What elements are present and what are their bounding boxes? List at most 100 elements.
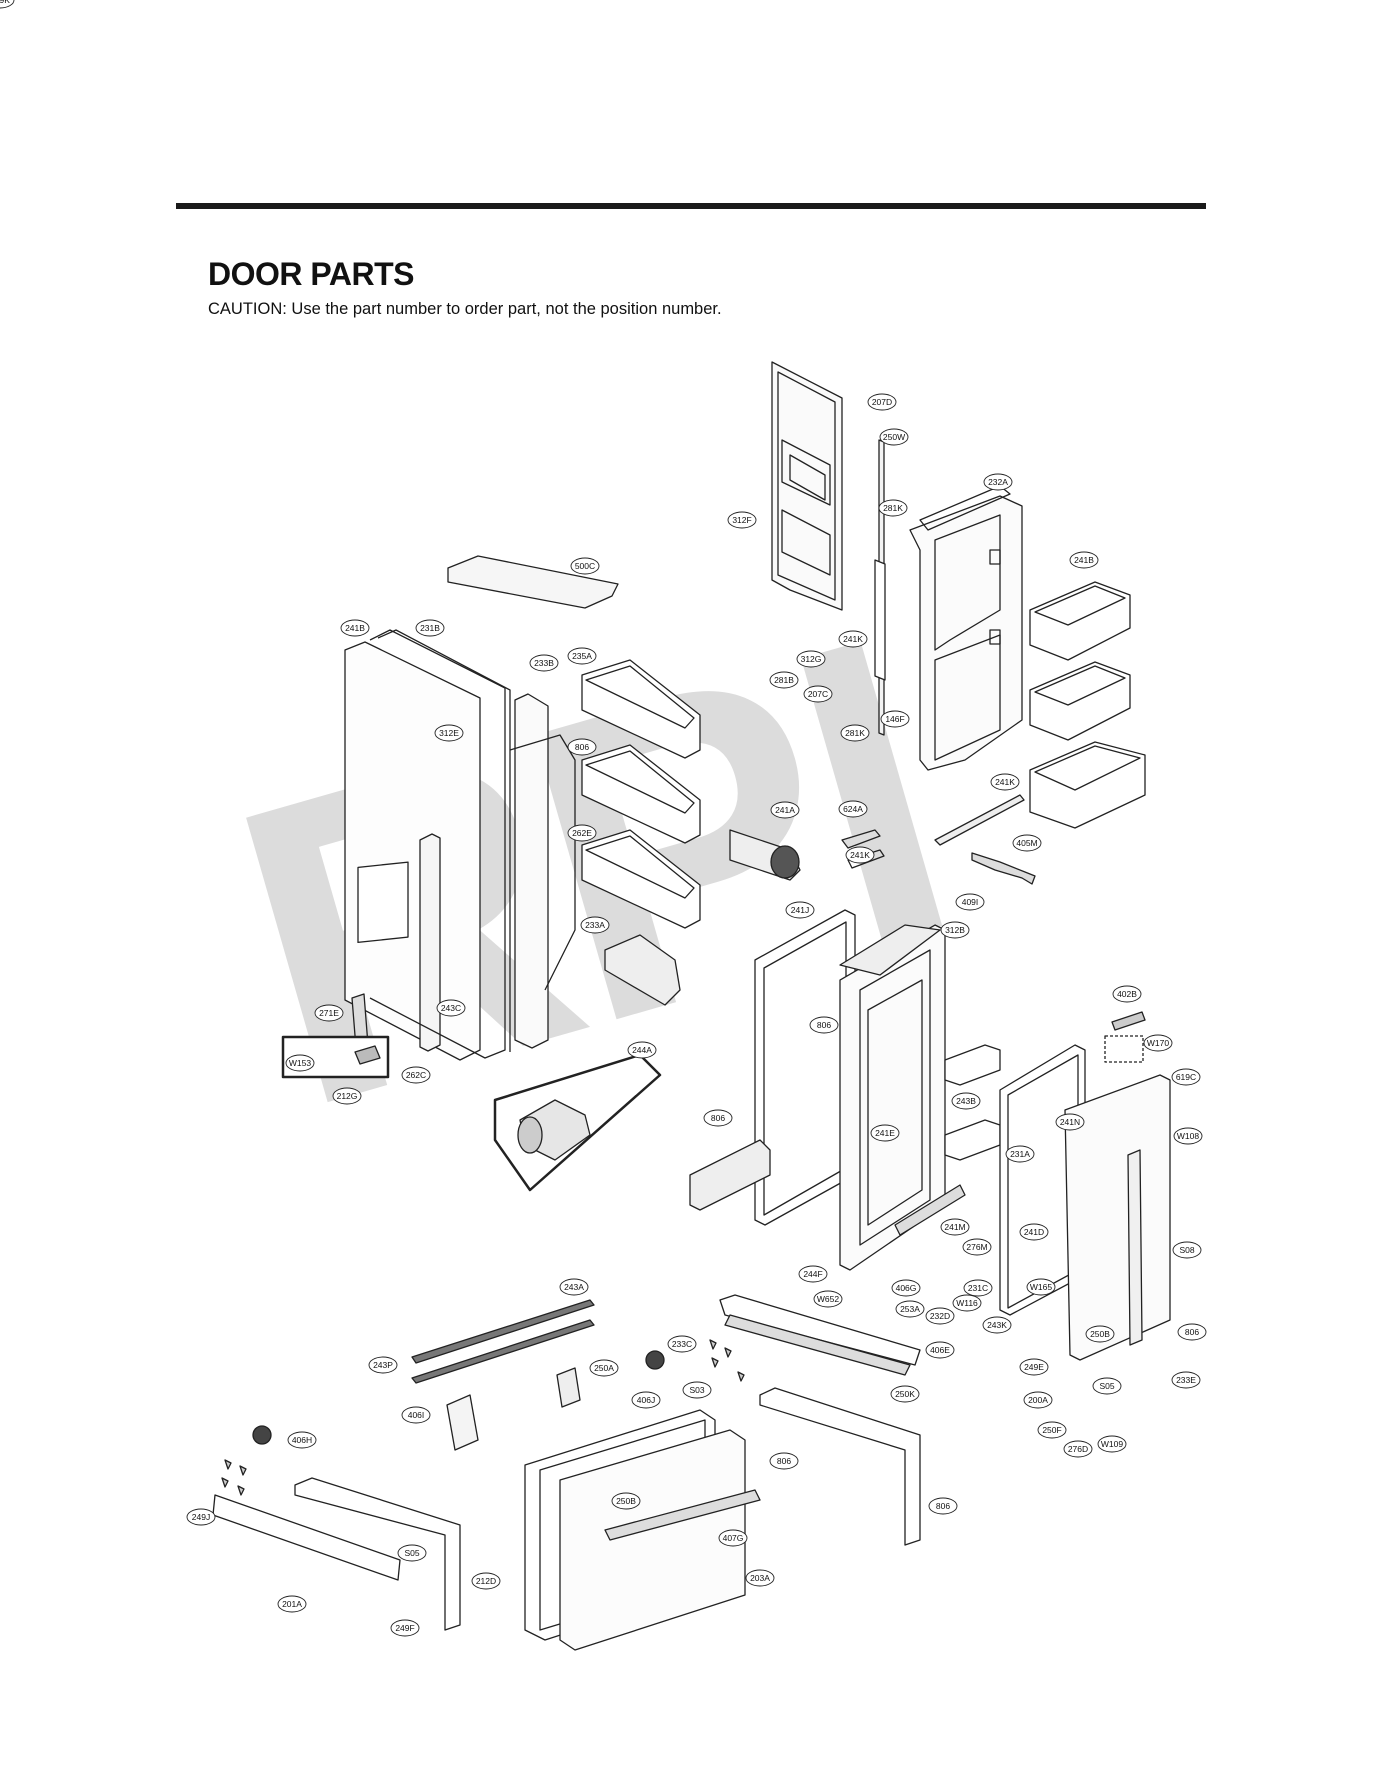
part-405M bbox=[841, 829, 881, 849]
callout-text: 262E bbox=[572, 828, 592, 838]
callout-ellipse bbox=[925, 1307, 955, 1325]
callout-text: 276M bbox=[966, 1242, 987, 1252]
callout-text: 241J bbox=[791, 905, 809, 915]
callout-ellipse bbox=[436, 999, 466, 1017]
callout-text: 281B bbox=[774, 675, 794, 685]
callout-text: 402B bbox=[1117, 989, 1137, 999]
callout-ellipse bbox=[891, 1279, 921, 1297]
callout-806: 806 bbox=[703, 1109, 733, 1127]
callout-ellipse bbox=[401, 1066, 431, 1084]
callout-text: 806 bbox=[1185, 1327, 1199, 1337]
part-231C-inner-door bbox=[839, 924, 946, 1271]
callout-241k: 241K bbox=[990, 773, 1020, 791]
part-S05-screws bbox=[221, 1339, 745, 1496]
callout-ellipse bbox=[982, 1316, 1012, 1334]
callout-ellipse bbox=[955, 893, 985, 911]
callout-233c: 233C bbox=[667, 1335, 697, 1353]
callout-text: 243B bbox=[956, 1096, 976, 1106]
callout-233b: 233B bbox=[529, 654, 559, 672]
callout-ellipse bbox=[580, 916, 610, 934]
callout-text: 233B bbox=[534, 658, 554, 668]
callout-406e: 406E bbox=[925, 1341, 955, 1359]
callout-249j: 249J bbox=[186, 1508, 216, 1526]
callout-249f: 249F bbox=[390, 1619, 420, 1637]
callout-text: S08 bbox=[1179, 1245, 1194, 1255]
callout-text: W165 bbox=[1030, 1282, 1052, 1292]
callout-244f: 244F bbox=[798, 1265, 828, 1283]
callout-text: 241B bbox=[345, 623, 365, 633]
callout-text: 250W bbox=[883, 432, 905, 442]
callout-619c: 619C bbox=[1171, 1068, 1201, 1086]
callout-402b: 402B bbox=[1112, 985, 1142, 1003]
callout-ellipse bbox=[962, 1238, 992, 1256]
callout-ellipse bbox=[770, 801, 800, 819]
callout-241e: 241E bbox=[870, 1124, 900, 1142]
part-250K bbox=[556, 1367, 581, 1408]
callout-ellipse bbox=[1069, 551, 1099, 569]
callout-243b: 243B bbox=[951, 1092, 981, 1110]
callout-262c: 262C bbox=[401, 1066, 431, 1084]
callout-w652: W652 bbox=[813, 1290, 843, 1308]
callout-text: 212D bbox=[476, 1576, 496, 1586]
callout-text: 249J bbox=[192, 1512, 210, 1522]
callout-406j: 406J bbox=[631, 1391, 661, 1409]
part-231B-door bbox=[344, 641, 481, 1061]
callout-ellipse bbox=[769, 1452, 799, 1470]
callout-806: 806 bbox=[1177, 1323, 1207, 1341]
callout-ellipse bbox=[951, 1092, 981, 1110]
callout-text: 231C bbox=[968, 1283, 988, 1293]
callout-ellipse bbox=[838, 800, 868, 818]
callout-ellipse bbox=[880, 710, 910, 728]
callout-241b: 241B bbox=[1069, 551, 1099, 569]
part-312F-panel bbox=[771, 361, 843, 611]
callout-text: 406E bbox=[930, 1345, 950, 1355]
callout-ellipse bbox=[703, 1109, 733, 1127]
callout-212g: 212G bbox=[332, 1087, 362, 1105]
part-W153-box bbox=[1104, 1035, 1144, 1063]
callout-ellipse bbox=[277, 1595, 307, 1613]
callout-text: 806 bbox=[711, 1113, 725, 1123]
callout-312b: 312B bbox=[940, 921, 970, 939]
callout-250f: 250F bbox=[1037, 1421, 1067, 1439]
callout-200a: 200A bbox=[1023, 1391, 1053, 1409]
part-241N bbox=[944, 1044, 1001, 1086]
callout-ellipse bbox=[567, 647, 597, 665]
callout-text: 235A bbox=[572, 651, 592, 661]
part-241B-bins bbox=[1029, 581, 1146, 829]
callout-ellipse bbox=[1037, 1421, 1067, 1439]
callout-406g: 406G bbox=[891, 1279, 921, 1297]
callout-w108: W108 bbox=[1173, 1127, 1203, 1145]
callout-text: 406J bbox=[637, 1395, 655, 1405]
callout-text: 207C bbox=[808, 689, 828, 699]
callout-ellipse bbox=[0, 0, 15, 9]
callout-241b: 241B bbox=[340, 619, 370, 637]
callout-ellipse bbox=[471, 1572, 501, 1590]
callout-406i: 406I bbox=[401, 1406, 431, 1424]
callout-text: W108 bbox=[1177, 1131, 1199, 1141]
callout-243k: 243K bbox=[982, 1316, 1012, 1334]
part-231A-door bbox=[1064, 1074, 1171, 1361]
part-241D bbox=[894, 1184, 966, 1236]
callout-text: 244A bbox=[632, 1045, 652, 1055]
callout-312f: 312F bbox=[727, 511, 757, 529]
callout-233a: 233A bbox=[580, 916, 610, 934]
callout-text: 312B bbox=[945, 925, 965, 935]
callout-ellipse bbox=[727, 511, 757, 529]
callout-271e: 271E bbox=[314, 1004, 344, 1022]
callout-ellipse bbox=[990, 773, 1020, 791]
callout-text: 212G bbox=[337, 1091, 358, 1101]
callout-text: 281K bbox=[883, 503, 903, 513]
part-271E-hinge bbox=[1111, 1011, 1146, 1031]
callout-ellipse bbox=[186, 1508, 216, 1526]
callout-text: 253A bbox=[900, 1304, 920, 1314]
callout-ellipse bbox=[963, 1279, 993, 1297]
callout-text: 250F bbox=[1042, 1425, 1061, 1435]
callout-ellipse bbox=[809, 1016, 839, 1034]
callout-ellipse bbox=[895, 1300, 925, 1318]
callout-text: 241M bbox=[944, 1222, 965, 1232]
callout-276m: 276M bbox=[962, 1238, 992, 1256]
callout-w116: W116 bbox=[952, 1294, 982, 1312]
callout-text: 500C bbox=[575, 561, 595, 571]
part-241E-tray bbox=[689, 1139, 771, 1211]
